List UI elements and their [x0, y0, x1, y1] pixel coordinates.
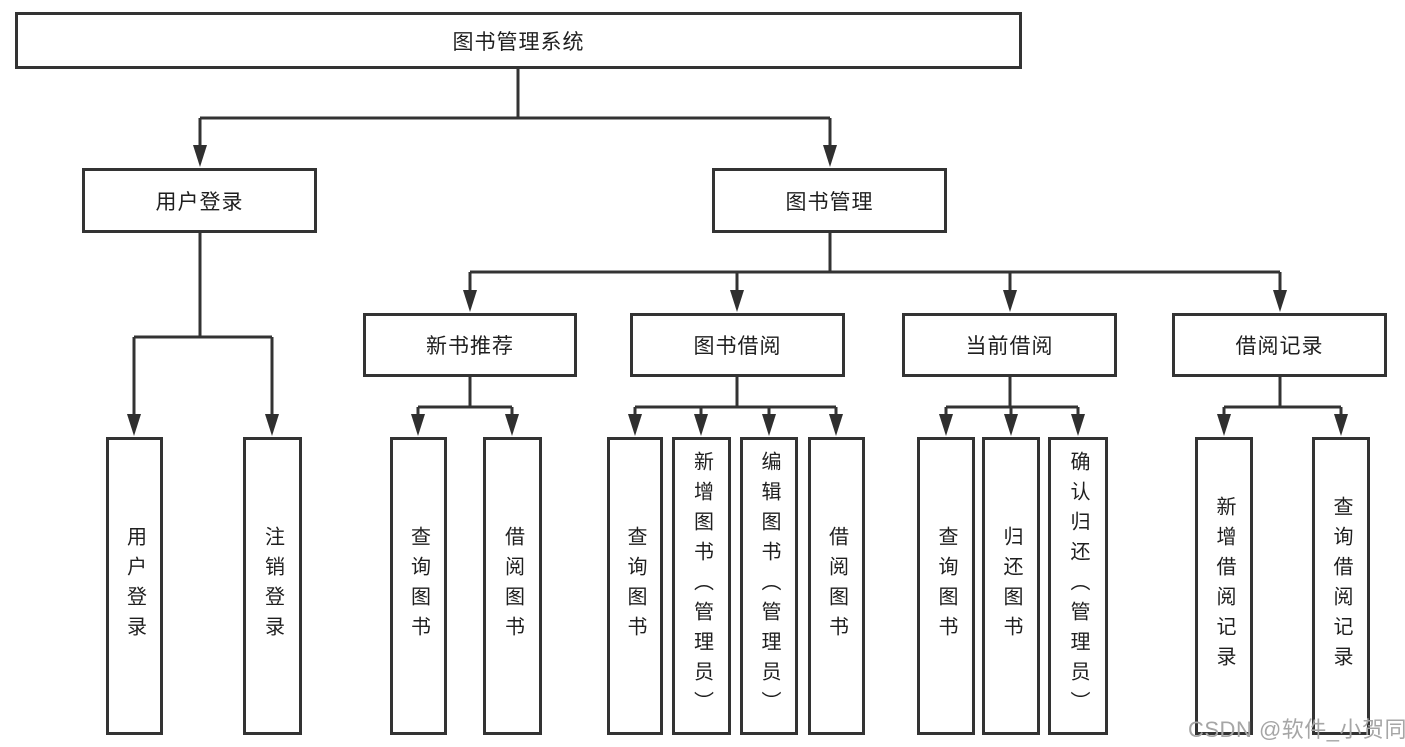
- arrowhead: [463, 290, 477, 312]
- arrowhead: [829, 414, 843, 436]
- node-root: 图书管理系统: [15, 12, 1022, 69]
- node-book-mgmt-label: 图书管理: [785, 190, 874, 214]
- csdn-watermark: CSDN @软件_小贺同学: [1188, 717, 1405, 742]
- leaf-br-add: 新增借阅记录: [1195, 437, 1253, 735]
- leaf-bb-query-label: 查询图书: [624, 526, 646, 646]
- node-new-book-rec: 新书推荐: [363, 313, 577, 377]
- leaf-br-add-label: 新增借阅记录: [1213, 496, 1235, 676]
- node-current-borrow-label: 当前借阅: [965, 335, 1054, 358]
- node-user-login-label: 用户登录: [155, 190, 244, 214]
- leaf-nb-borrow: 借阅图书: [483, 437, 542, 735]
- leaf-cb-return-label: 归还图书: [1000, 526, 1022, 646]
- leaf-bb-add-label: 新增图书（管理员）: [690, 451, 713, 721]
- arrowhead: [939, 414, 953, 436]
- leaf-bb-edit-label: 编辑图书（管理员）: [758, 451, 780, 721]
- leaf-cb-confirm: 确认归还（管理员）: [1048, 437, 1108, 735]
- node-current-borrow: 当前借阅: [902, 313, 1117, 377]
- arrowhead: [628, 414, 642, 436]
- leaf-cb-query: 查询图书: [917, 437, 975, 735]
- node-borrow-record: 借阅记录: [1172, 313, 1387, 377]
- leaf-cb-query-label: 查询图书: [935, 526, 957, 646]
- leaf-bb-borrow: 借阅图书: [808, 437, 865, 735]
- arrowhead: [1003, 290, 1017, 312]
- leaf-logout: 注销登录: [243, 437, 302, 735]
- leaf-br-query-label: 查询借阅记录: [1330, 496, 1352, 676]
- node-book-borrow: 图书借阅: [630, 313, 845, 377]
- leaf-user-login-label: 用户登录: [123, 526, 146, 646]
- leaf-logout-label: 注销登录: [261, 526, 284, 646]
- arrowhead: [265, 414, 279, 436]
- leaf-bb-query: 查询图书: [607, 437, 663, 735]
- arrowhead: [411, 414, 425, 436]
- arrowhead: [505, 414, 519, 436]
- leaf-nb-query-label: 查询图书: [407, 526, 430, 646]
- arrowhead: [1071, 414, 1085, 436]
- node-user-login: 用户登录: [82, 168, 317, 233]
- leaf-br-query: 查询借阅记录: [1312, 437, 1370, 735]
- node-book-mgmt: 图书管理: [712, 168, 947, 233]
- arrowhead: [193, 145, 207, 167]
- arrowhead: [1273, 290, 1287, 312]
- arrowhead: [762, 414, 776, 436]
- arrowhead: [730, 290, 744, 312]
- leaf-nb-borrow-label: 借阅图书: [501, 526, 524, 646]
- arrowhead: [823, 145, 837, 167]
- leaf-bb-borrow-label: 借阅图书: [825, 526, 848, 646]
- arrowhead: [1334, 414, 1348, 436]
- node-book-borrow-label: 图书借阅: [693, 335, 782, 358]
- leaf-bb-add: 新增图书（管理员）: [672, 437, 731, 735]
- leaf-user-login: 用户登录: [106, 437, 163, 735]
- leaf-cb-return: 归还图书: [982, 437, 1040, 735]
- node-borrow-record-label: 借阅记录: [1235, 335, 1324, 358]
- arrowhead: [127, 414, 141, 436]
- leaf-cb-confirm-label: 确认归还（管理员）: [1067, 451, 1089, 721]
- node-new-book-rec-label: 新书推荐: [426, 335, 514, 358]
- leaf-nb-query: 查询图书: [390, 437, 447, 735]
- leaf-bb-edit: 编辑图书（管理员）: [740, 437, 798, 735]
- arrowhead: [1004, 414, 1018, 436]
- arrowhead: [1217, 414, 1231, 436]
- node-root-label: 图书管理系统: [452, 30, 585, 54]
- arrowhead: [694, 414, 708, 436]
